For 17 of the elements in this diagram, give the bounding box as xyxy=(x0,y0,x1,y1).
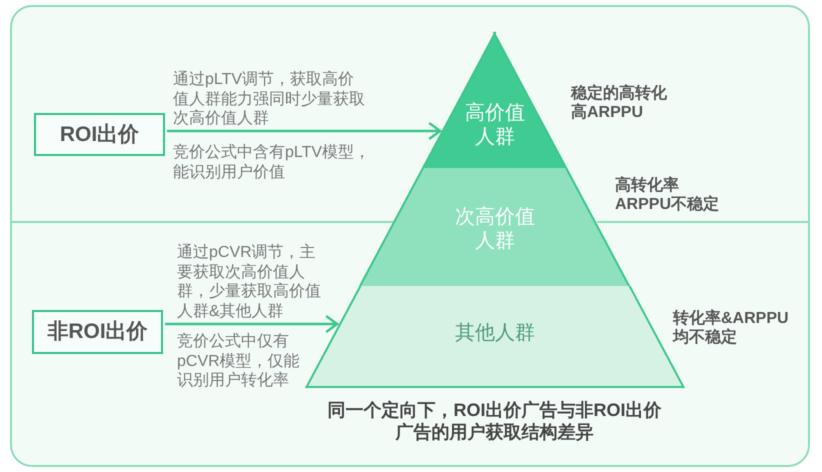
arrow xyxy=(167,122,442,140)
strategy-description: 通过pCVR调节，主要获取次高价值人群，少量获取高价值人群&其他人群 xyxy=(177,243,322,321)
strategy-description: 竞价公式中仅有pCVR模型，仅能识别用户转化率 xyxy=(177,332,301,390)
tier-note: 高转化率ARPPU不稳定 xyxy=(615,176,720,214)
tier-note: 稳定的高转化高ARPPU xyxy=(571,84,668,122)
arrow xyxy=(165,314,338,334)
tier-label: 高价值人群 xyxy=(464,101,526,149)
caption-text: 同一个定向下，ROI出价广告与非ROI出价广告的用户获取结构差异 xyxy=(326,399,662,443)
bid-type-label: 非ROI出价 xyxy=(47,319,148,345)
bid-type-label: ROI出价 xyxy=(60,122,140,148)
bid-type-box xyxy=(32,310,163,354)
tier-note: 转化率&ARPPU均不稳定 xyxy=(673,309,790,347)
strategy-description: 竞价公式中含有pLTV模型，能识别用户价值 xyxy=(173,143,372,182)
strategy-description: 通过pLTV调节，获取高价值人群能力强同时少量获取次高价值人群 xyxy=(173,70,366,128)
bid-type-box xyxy=(34,113,165,156)
tier-label: 次高价值人群 xyxy=(454,205,536,253)
tier-label: 其他人群 xyxy=(454,321,536,345)
